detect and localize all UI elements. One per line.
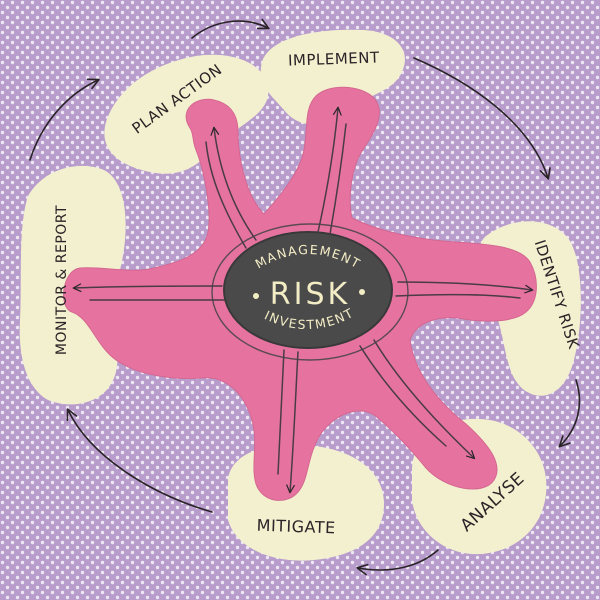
spoke-implement-line xyxy=(329,123,347,235)
spoke-analyse-line xyxy=(359,345,447,447)
spoke-mitigate-line xyxy=(277,349,285,475)
center-dot-right xyxy=(359,289,365,295)
cycle-arrow-monitor-to-plan xyxy=(29,78,100,161)
spoke-identify-arrow xyxy=(397,281,534,294)
spoke-mitigate-arrow xyxy=(286,351,299,494)
step-mitigate-label: MITIGATE xyxy=(256,516,336,538)
spoke-plan-action-line xyxy=(205,141,247,249)
step-monitor-report-label: MONITOR & REPORT xyxy=(54,205,70,355)
core-outer-ring xyxy=(211,223,409,361)
spoke-monitor-arrow xyxy=(72,283,223,293)
risk-core: MANAGEMENT INVESTMENT RISK xyxy=(211,223,409,361)
center-dot-left xyxy=(253,293,259,299)
spokes xyxy=(72,106,534,494)
cycle-arrow-plan-to-implement xyxy=(191,18,270,39)
cycle-arrow-analyse-to-mitigate xyxy=(356,549,439,576)
spoke-plan-action-arrow xyxy=(210,126,257,241)
center-main-label: RISK xyxy=(270,277,350,312)
cycle-arrows xyxy=(29,18,581,576)
implement-blob xyxy=(260,29,405,125)
cycle-arrow-implement-to-identify xyxy=(413,57,551,180)
spoke-identify-line xyxy=(395,293,521,299)
cycle-arrow-identify-to-analyse xyxy=(558,379,581,448)
cycle-arrow-mitigate-to-monitor xyxy=(66,408,213,513)
step-implement-label: IMPLEMENT xyxy=(288,48,380,69)
core-ellipse xyxy=(223,231,393,349)
spoke-analyse-arrow xyxy=(373,339,476,460)
spoke-implement-arrow xyxy=(317,106,342,233)
